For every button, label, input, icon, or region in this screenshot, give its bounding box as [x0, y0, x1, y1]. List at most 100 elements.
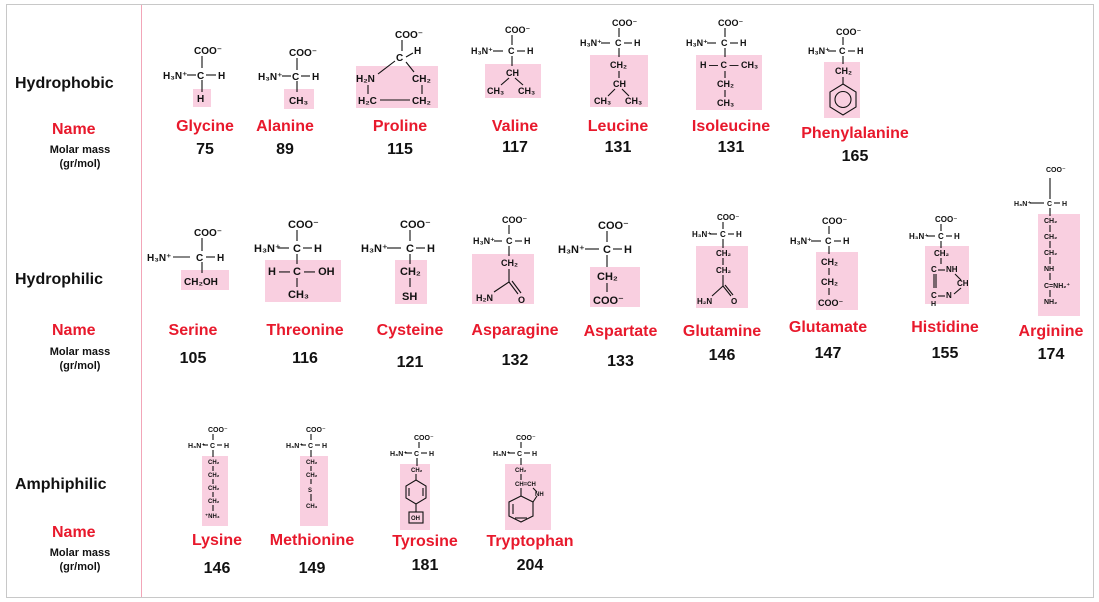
amino-acid-phenylalanine: COO⁻ H₃N⁺ C H CH₂ Phenylalanine 165: [790, 24, 920, 174]
molar-mass: 204: [516, 557, 544, 574]
amino-acid-alanine: COO⁻ H₃N⁺ C H CH₃ Alanine 89: [240, 42, 330, 167]
hydroxyl-box: [408, 511, 424, 524]
molar-label-hydrophobic: Molar mass (gr/mol): [30, 143, 130, 171]
category-hydrophobic: Hydrophobic: [15, 75, 114, 92]
side-chain-ch2-label: CH₂: [610, 60, 627, 70]
side-chain-highlight: [816, 252, 858, 310]
amino-acid-asparagine: COO⁻ H₃N⁺ C H CH₂ H₂N O Asparagine 132: [460, 212, 570, 377]
side-chain-label: CH₂OH: [184, 277, 218, 288]
amino-acid-tyrosine: COO⁻ H₃N⁺ C H CH₂ OH Tyrosine 181: [380, 430, 470, 595]
amino-name: Methionine: [269, 532, 355, 549]
structure-glutamine: COO⁻ H₃N⁺ C H CH₂ CH₂ H₂N O: [692, 213, 748, 308]
amino-name: Valine: [491, 118, 539, 135]
amino-acid-glutamine: COO⁻ H₃N⁺ C H CH₂ CH₂ H₂N O Glutamine 14…: [672, 210, 772, 380]
molar-mass: 131: [717, 139, 745, 156]
side-chain-carboxylate-label: COO⁻: [593, 295, 624, 307]
side-chain-highlight: [472, 254, 534, 304]
amino-name: Cysteine: [376, 322, 444, 339]
carboxylate-label: COO⁻: [502, 215, 528, 225]
pyrrole-ch-label: CH=CH: [515, 482, 536, 488]
name-label-hydrophilic: Name: [52, 322, 96, 339]
side-chain-label: CH: [506, 68, 519, 78]
molar-mass: 165: [841, 148, 869, 165]
side-chain-ch2-label: CH₂: [208, 486, 220, 492]
ring-carbon-label: C: [931, 265, 937, 274]
molar-mass: 149: [298, 560, 326, 577]
ring-n-label: N: [946, 291, 952, 300]
alpha-carbon-label: C: [308, 443, 313, 450]
molar-mass: 174: [1037, 346, 1065, 363]
methyl-label: CH₃: [625, 96, 642, 106]
amino-name: Leucine: [587, 118, 649, 135]
side-chain-carboxylate-label: COO⁻: [818, 298, 844, 308]
amino-name: Arginine: [1018, 323, 1084, 340]
side-chain-highlight: [400, 464, 430, 530]
structure-leucine: COO⁻ H₃N⁺ C H CH₂ CH CH₃ CH₃: [580, 18, 648, 107]
amino-name: Histidine: [911, 319, 979, 336]
amino-acid-valine: COO⁻ H₃N⁺ C H CH CH₃ CH₃ Valine 117: [465, 22, 565, 172]
molar-mass: 115: [387, 141, 413, 158]
side-chain-ch2-label: CH₂: [501, 258, 518, 268]
structure-threonine: COO⁻ H₃N⁺ C H H — C — OH CH₃: [254, 219, 341, 302]
structure-alanine: COO⁻ H₃N⁺ C H CH₃: [258, 48, 319, 109]
carboxylate-label: COO⁻: [194, 46, 222, 57]
molar-label-text: Molar mass: [49, 144, 111, 156]
amide-label: H₂N: [476, 293, 493, 303]
name-label-hydrophobic: Name: [52, 121, 96, 138]
ring-carbon-label: C: [931, 291, 937, 300]
amino-acid-methionine: COO⁻ H₃N⁺ C H CH₂ CH₂ S CH₃ Methionine 1…: [262, 422, 362, 597]
molar-label-amphiphilic: Molar mass (gr/mol): [30, 546, 130, 574]
side-chain-ch2-label: CH₂: [515, 468, 527, 474]
structure-phenylalanine: COO⁻ H₃N⁺ C H CH₂: [808, 27, 864, 118]
alpha-carbon-label: C: [720, 230, 726, 239]
hydrogen-label: H: [532, 451, 537, 458]
molar-unit-text: (gr/mol): [59, 158, 101, 170]
carboxylate-label: COO⁻: [194, 228, 222, 239]
guanidinium-label: C=NH₂⁺: [1044, 282, 1070, 290]
carboxylate-label: COO⁻: [395, 30, 423, 41]
side-chain-label: H: [197, 94, 204, 105]
hydrogen-label: H: [857, 46, 864, 56]
ring-h2c-label: H₂C: [358, 96, 377, 107]
ring-ch-label: CH: [957, 279, 969, 288]
hydrogen-label: H: [740, 38, 747, 48]
alpha-carbon-label: C: [406, 243, 414, 255]
amino-name: Asparagine: [471, 322, 559, 339]
alpha-carbon-label: C: [508, 46, 515, 56]
carboxylate-label: COO⁻: [598, 220, 629, 232]
hydrogen-label: H: [414, 46, 421, 57]
structure-glycine: COO⁻ H₃N⁺ C H H: [163, 46, 225, 107]
hydrogen-label: H: [429, 451, 434, 458]
carboxylate-label: COO⁻: [935, 215, 957, 224]
side-chain-ch2-label: CH₂: [400, 266, 421, 278]
ring-ch2-label: CH₂: [412, 96, 431, 107]
molar-mass: 121: [396, 354, 424, 371]
amino-label: H₃N⁺: [558, 244, 585, 256]
amino-acid-aspartate: COO⁻ H₃N⁺ C H CH₂ COO⁻ Aspartate 133: [558, 215, 673, 380]
amino-label: H₃N⁺: [909, 232, 928, 241]
alpha-carbon-label: C: [1047, 201, 1052, 208]
side-chain-highlight: [925, 246, 969, 304]
amino-label: H₃N⁺: [258, 72, 282, 83]
alpha-carbon-label: C: [825, 236, 832, 246]
side-chain-ch-label: CH: [613, 79, 626, 89]
molar-mass: 117: [502, 139, 528, 156]
alpha-carbon-label: C: [517, 451, 522, 458]
amino-label: H₂N: [356, 74, 375, 85]
side-chain-highlight: [193, 89, 211, 107]
side-chain-ch2-label: CH₂: [821, 257, 838, 267]
hydrogen-label: H: [524, 236, 531, 246]
amino-name: Lysine: [191, 532, 243, 549]
hydrogen-label: H: [224, 443, 229, 450]
hydrogen-label: H: [1062, 201, 1067, 208]
structure-glutamate: COO⁻ H₃N⁺ C H CH₂ CH₂ COO⁻: [790, 216, 858, 310]
structure-tyrosine: COO⁻ H₃N⁺ C H CH₂ OH: [390, 435, 434, 530]
category-hydrophilic: Hydrophilic: [15, 271, 104, 288]
side-chain-label: CH₃: [289, 96, 308, 107]
side-chain-highlight: [1038, 214, 1080, 316]
methyl-label: CH₃: [518, 86, 535, 96]
side-chain-highlight: [590, 267, 640, 307]
amino-acid-histidine: COO⁻ H₃N⁺ C H CH₂ C NH CH C N H Histidin…: [895, 212, 995, 380]
thiol-label: SH: [402, 291, 417, 303]
carboxylate-label: COO⁻: [306, 427, 326, 434]
